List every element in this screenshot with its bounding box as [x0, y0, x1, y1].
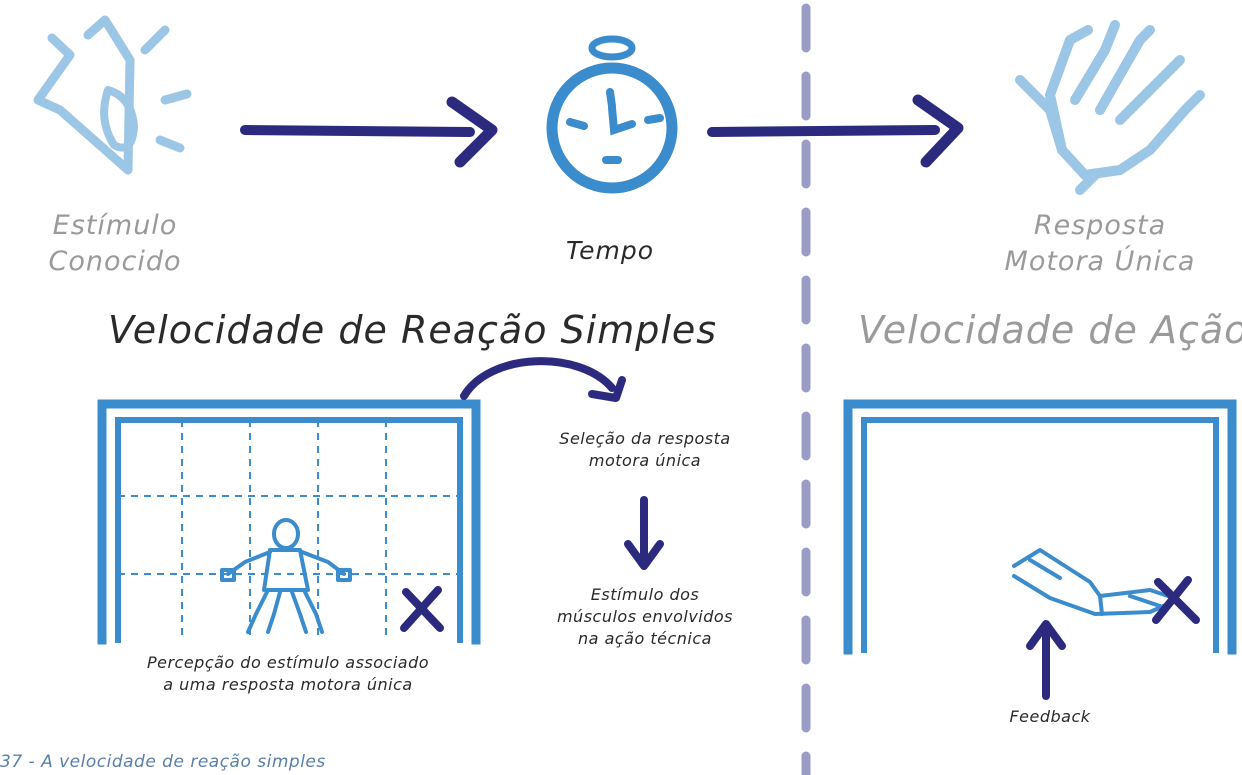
stimulus-label-line2: Conocido — [48, 246, 182, 277]
perception-note-line1: Percepção do estímulo associado — [146, 653, 430, 672]
feedback-label: Feedback — [1009, 707, 1091, 726]
stimulus-label: Estímulo Conocido — [20, 208, 210, 280]
muscles-note-line1: Estímulo dos — [590, 585, 700, 604]
muscles-note-line2: músculos envolvidos — [556, 607, 734, 626]
response-label-line2: Motora Única — [1004, 246, 1196, 277]
simple-reaction-title: Velocidade de Reação Simples — [108, 308, 718, 352]
figure-caption: 37 - A velocidade de reação simples — [0, 752, 326, 772]
response-label-line1: Resposta — [1033, 210, 1167, 241]
muscles-note-line3: na ação técnica — [578, 629, 712, 648]
perception-note: Percepção do estímulo associado a uma re… — [118, 652, 458, 696]
selection-note-line1: Seleção da resposta — [559, 429, 731, 448]
time-label: Tempo — [565, 236, 655, 265]
selection-note-line2: motora única — [588, 451, 702, 470]
muscles-note: Estímulo dos músculos envolvidos na ação… — [530, 584, 760, 650]
response-label: Resposta Motora Única — [990, 208, 1210, 280]
selection-note: Seleção da resposta motora única — [530, 428, 760, 472]
perception-note-line2: a uma resposta motora única — [163, 675, 413, 694]
stimulus-label-line1: Estímulo — [52, 210, 178, 241]
action-speed-title: Velocidade de Ação — [858, 308, 1242, 352]
